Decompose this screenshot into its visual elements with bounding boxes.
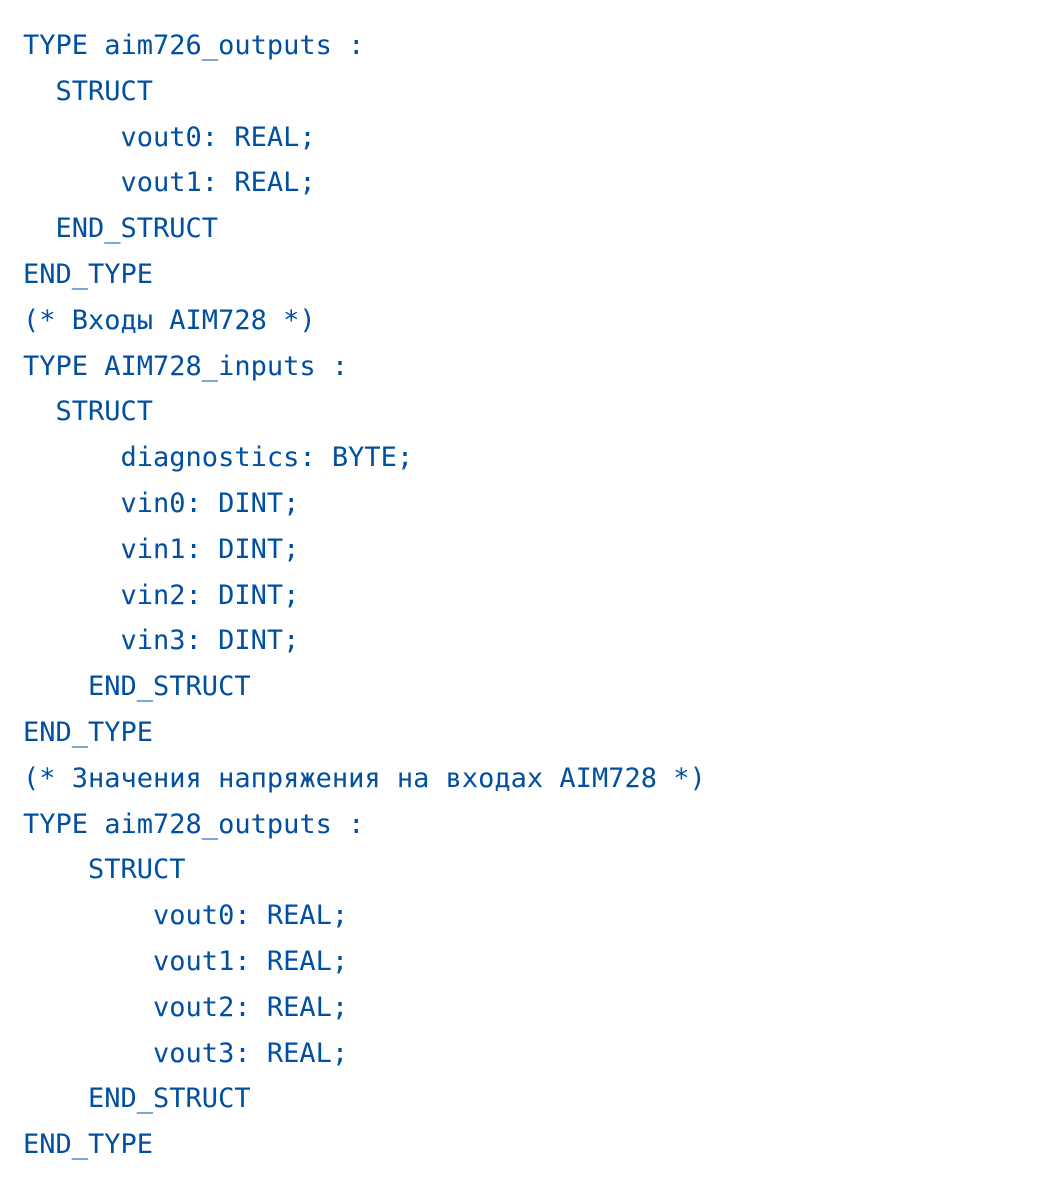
code-line-end-type: END_TYPE	[23, 1129, 154, 1161]
code-line-vin3: vin3: DINT;	[23, 625, 300, 657]
code-line-vin0: vin0: DINT;	[23, 487, 300, 519]
code-line-vout1: vout1: REAL;	[23, 167, 316, 199]
code-line-end-struct: END_STRUCT	[23, 213, 219, 245]
code-line-type-aim726-outputs: TYPE aim726_outputs :	[23, 30, 365, 61]
code-line-type-aim728-inputs: TYPE AIM728_inputs :	[23, 350, 349, 382]
code-line-end-struct: END_STRUCT	[23, 671, 251, 703]
code-line-vin2: vin2: DINT;	[23, 579, 300, 611]
code-line-vout0: vout0: REAL;	[23, 121, 316, 153]
code-line-end-type: END_TYPE	[23, 716, 154, 748]
code-line-struct: STRUCT	[23, 75, 154, 107]
code-comment-aim728-voltages: (* Значения напряжения на входах AIM728 …	[23, 762, 706, 794]
code-line-vout3: vout3: REAL;	[23, 1037, 349, 1069]
code-line-end-type: END_TYPE	[23, 258, 154, 290]
code-line-vout1: vout1: REAL;	[23, 945, 349, 977]
code-line-vout0: vout0: REAL;	[23, 900, 349, 932]
code-line-vout2: vout2: REAL;	[23, 991, 349, 1023]
code-line-struct: STRUCT	[23, 854, 186, 886]
code-line-end-struct: END_STRUCT	[23, 1083, 251, 1115]
code-comment-aim728-inputs: (* Входы AIM728 *)	[23, 304, 316, 336]
code-line-struct: STRUCT	[23, 396, 154, 428]
code-line-type-aim728-outputs: TYPE aim728_outputs :	[23, 808, 365, 840]
code-line-diagnostics: diagnostics: BYTE;	[23, 442, 414, 474]
code-line-vin1: vin1: DINT;	[23, 533, 300, 565]
